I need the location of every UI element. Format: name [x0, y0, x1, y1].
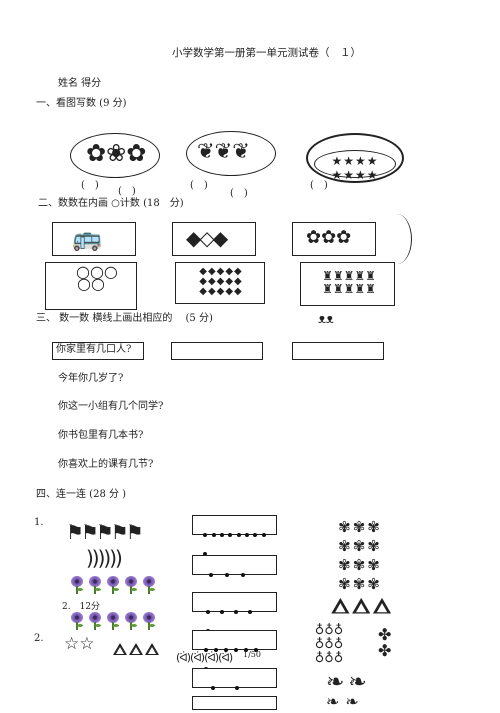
box-balloons — [45, 262, 137, 310]
answer-box-2[interactable] — [171, 342, 263, 360]
flower-icon — [69, 612, 85, 630]
fish-group-icon: ◆◆◆◆◆ ◆◆◆◆◆ ◆◆◆◆◆ — [199, 266, 243, 297]
box-fish — [172, 222, 256, 256]
decorative-arc — [382, 214, 412, 264]
triangle-group-large — [330, 594, 392, 619]
sub-label: 2. 12分 — [62, 602, 101, 612]
flower-icon — [141, 612, 157, 630]
question-3: 你这一小组有几个同学? — [58, 401, 164, 412]
leaf-icon: ❧❧ — [326, 692, 365, 711]
banana-icon: )))))) — [86, 546, 123, 570]
flower-icon — [69, 576, 85, 594]
answer-box-3[interactable] — [292, 342, 384, 360]
duck-icon: ♜♜♜♜♜ ♜♜♜♜♜ — [322, 269, 376, 296]
question-4: 你书包里有几本书? — [58, 430, 144, 441]
triangle-icon — [352, 597, 371, 614]
question-1: 你家里有几口人? — [56, 344, 132, 355]
balloon-icon: ○○○○○ — [76, 262, 118, 293]
blank-1: ( ) — [81, 180, 99, 191]
star-outline-icon: ☆☆ — [64, 634, 95, 654]
question-5: 你喜欢上的课有几节? — [58, 459, 154, 470]
triangle-icon — [331, 597, 350, 614]
apple-row-icon: (ᐛ)(ᐛ)(ᐛ)(ᐛ) — [176, 651, 233, 664]
flower-row-2 — [68, 612, 158, 634]
triangle-icon — [129, 643, 143, 655]
page-title: 小学数学第一册第一单元测试卷（ １） — [172, 47, 361, 59]
dot-card-7[interactable] — [192, 630, 277, 671]
box-flowers — [292, 222, 376, 256]
strawberry-icon: ❦❦❦ — [197, 139, 250, 163]
star-icon: ★★★★ ★★★★ — [331, 154, 379, 182]
dot-card-5[interactable] — [192, 592, 277, 633]
blank-3: ( ) — [190, 180, 208, 191]
triangle-icon — [145, 643, 159, 655]
butterfly-icon: ✿❀✿ — [86, 139, 147, 167]
triangle-group-small — [112, 640, 160, 659]
page-number: 1/50 — [243, 650, 261, 659]
apple-icon: ᴥᴥ — [318, 312, 334, 327]
blank-4: ( ) — [230, 188, 248, 199]
flower-icon — [123, 576, 139, 594]
blank-5: ( ) — [310, 180, 328, 191]
radish-icon: ✤✤ — [378, 625, 392, 660]
name-score-line: 姓名 得分 — [58, 78, 102, 89]
item-2-label: 2. — [34, 633, 44, 644]
question-2: 今年你几岁了? — [58, 373, 124, 384]
flower-icon — [87, 612, 103, 630]
bus-icon: 🚌 — [72, 224, 102, 252]
box-ducks — [300, 262, 395, 306]
triangle-icon — [372, 597, 392, 614]
section-4-heading: 四、连一连 (28 分 ) — [36, 489, 127, 500]
box-bus — [52, 222, 136, 256]
dot-card-3[interactable] — [192, 668, 277, 709]
blank-2: ( ) — [118, 186, 136, 197]
box-fish-group — [175, 262, 265, 304]
fish-icon: ◆◇◆ — [186, 226, 228, 250]
flower-icon: ✿✿✿ — [306, 227, 352, 248]
oval-butterflies — [70, 133, 160, 178]
section-2-heading: 二、数数在内画 ○计数 (18 分) — [38, 198, 184, 209]
flower-icon — [123, 612, 139, 630]
triangle-icon — [113, 643, 127, 655]
section-1-heading: 一、看图写数 (9 分) — [36, 98, 127, 109]
oval-strawberries — [186, 131, 276, 176]
dot-card-9[interactable] — [192, 515, 277, 556]
flower-icon — [105, 612, 121, 630]
item-1-label: 1. — [34, 517, 44, 528]
flower-row-1 — [68, 576, 158, 598]
oval-stars-inner — [314, 150, 396, 178]
oval-stars — [306, 133, 404, 183]
answer-box-1[interactable] — [52, 342, 144, 360]
flower-icon — [141, 576, 157, 594]
dot-card-4[interactable] — [192, 555, 277, 596]
pear-icon: ♁♁♁ ♁♁♁ ♁♁♁ — [314, 623, 344, 666]
flower-icon — [105, 576, 121, 594]
flag-icon: ⚑⚑⚑⚑⚑ — [66, 520, 144, 544]
section-3-heading: 三、 数一数 横线上画出相应的 (5 分) — [36, 313, 213, 324]
leaf-icon: ❧❧ — [326, 670, 371, 695]
rooster-icon: ✾✾✾ ✾✾✾ ✾✾✾ ✾✾✾ — [338, 518, 382, 593]
flower-icon — [87, 576, 103, 594]
